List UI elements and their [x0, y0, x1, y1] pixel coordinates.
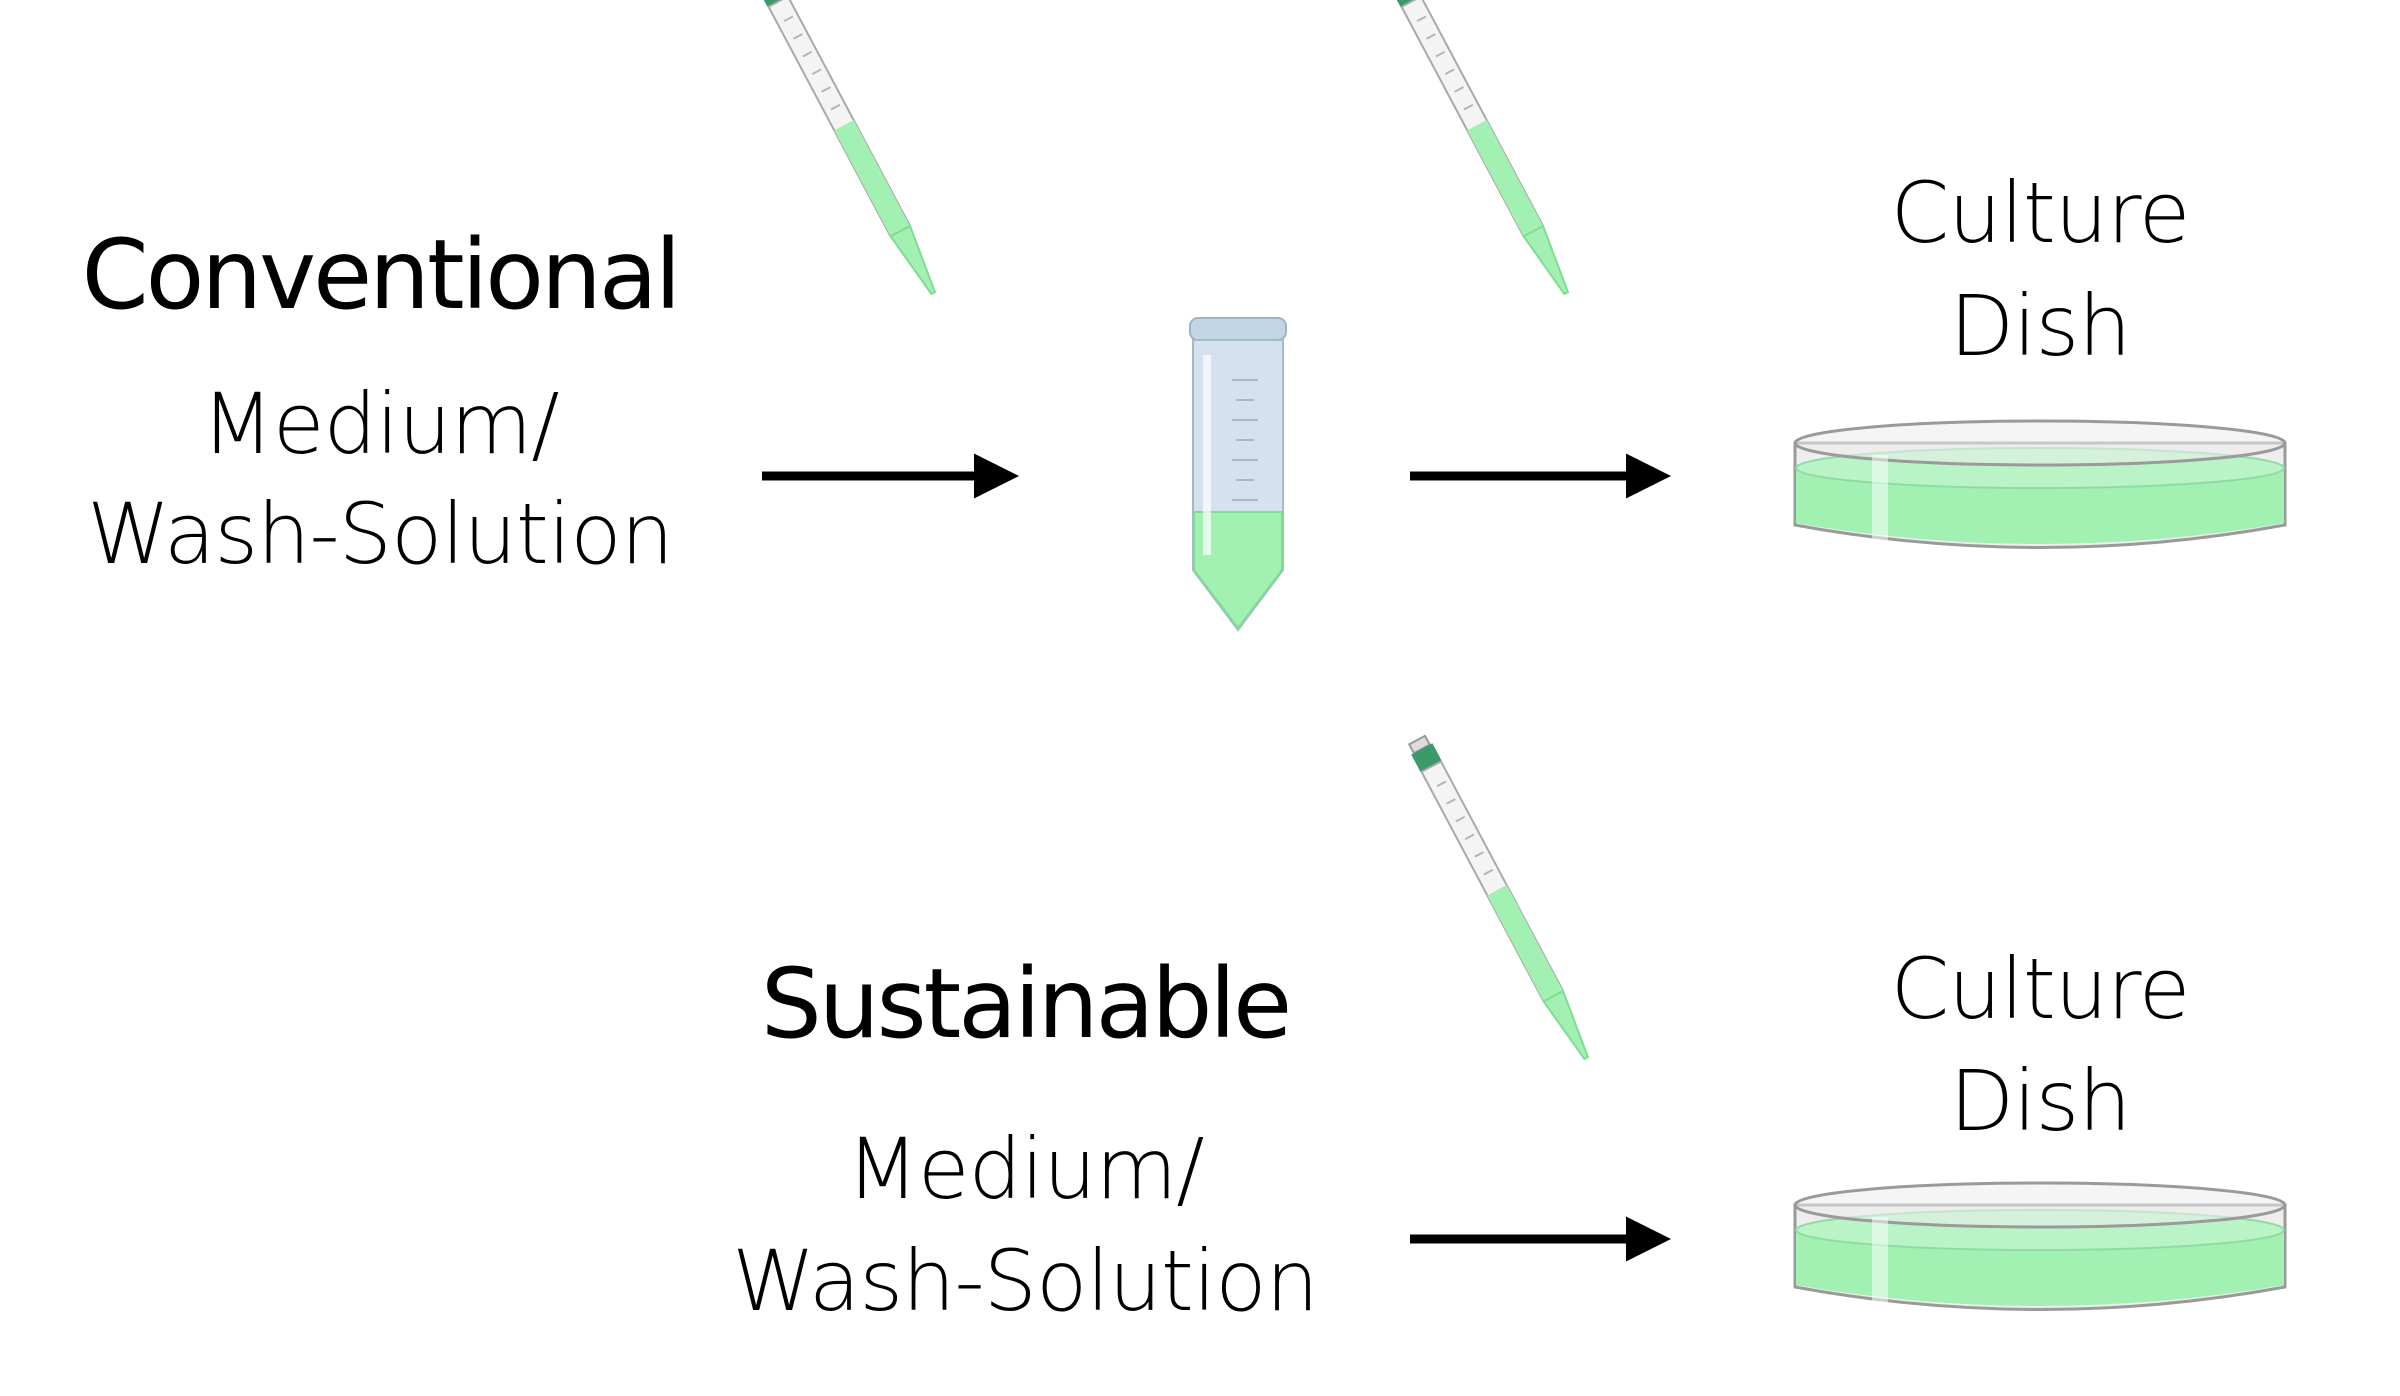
culture-dish-icon: [1793, 1181, 2287, 1311]
sustainable-row: Sustainable Medium/ Wash-Solution Cultur…: [732, 734, 2287, 1330]
culture-dish-icon: [1793, 419, 2287, 549]
sustainable-dish-label-line2: Dish: [1949, 1052, 2130, 1150]
sustainable-dish-label-line1: Culture: [1891, 940, 2190, 1038]
pipette-icon: [1391, 0, 1570, 296]
conventional-dish-label-line1: Culture: [1891, 164, 2190, 262]
pipette-icon: [758, 0, 937, 296]
sustainable-label-line1: Medium/: [846, 1120, 1203, 1218]
conventional-label-line2: Wash-Solution: [87, 485, 673, 583]
conventional-label-line1: Medium/: [201, 375, 558, 473]
sustainable-label-line2: Wash-Solution: [732, 1232, 1318, 1330]
conventional-heading: Conventional: [82, 219, 679, 331]
sustainable-heading: Sustainable: [761, 948, 1289, 1060]
centrifuge-tube-icon: [1189, 317, 1287, 632]
pipette-icon: [1407, 734, 1590, 1061]
conventional-row: Conventional Medium/ Wash-Solution: [82, 0, 2287, 632]
conventional-dish-label-line2: Dish: [1949, 277, 2130, 375]
